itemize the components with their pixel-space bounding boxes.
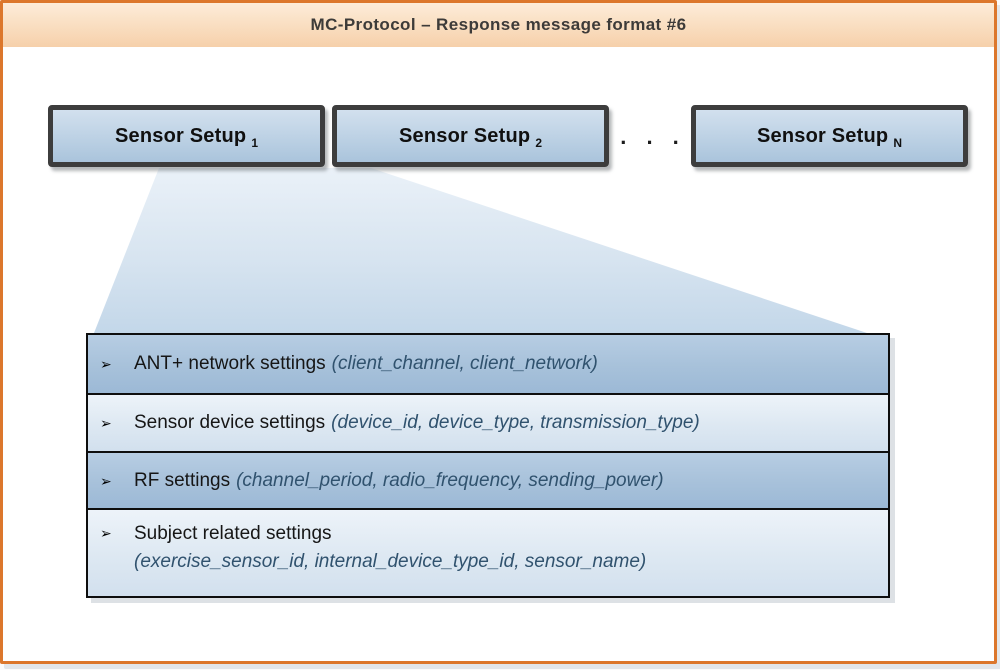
header-bar: MC-Protocol – Response message format #6 xyxy=(3,3,994,47)
page-title: MC-Protocol – Response message format #6 xyxy=(310,15,687,34)
arrow-bullet-icon: ➢ xyxy=(100,473,112,490)
settings-row-ant-network: ➢ ANT+ network settings (client_channel,… xyxy=(88,335,888,393)
sensor-setup-label: Sensor Setup xyxy=(757,124,889,147)
arrow-bullet-icon: ➢ xyxy=(100,416,112,432)
settings-row-params: (exercise_sensor_id, internal_device_typ… xyxy=(134,551,647,572)
sensor-setup-label: Sensor Setup xyxy=(398,124,531,147)
settings-row-text: Subject related settings (exercise_senso… xyxy=(134,520,646,576)
settings-row-subject-related: ➢ Subject related settings (exercise_sen… xyxy=(88,508,888,596)
sensor-setup-subscript: N xyxy=(893,136,902,150)
settings-row-rf: ➢ RF settings (channel_period, radio_fre… xyxy=(88,451,888,508)
settings-row-label: Subject related settings xyxy=(134,523,332,544)
sensor-setup-box-1: Sensor Setup 1 xyxy=(48,105,325,167)
settings-row-params: (client_channel, client_network) xyxy=(331,353,598,374)
ellipsis: . . . xyxy=(620,124,686,149)
arrow-bullet-icon: ➢ xyxy=(100,526,112,542)
arrow-bullet-icon: ➢ xyxy=(100,357,112,373)
settings-row-sensor-device: ➢ Sensor device settings (device_id, dev… xyxy=(88,393,888,451)
settings-row-label: RF settings xyxy=(134,469,231,491)
sensor-setup-subscript: 2 xyxy=(535,136,542,150)
settings-row-params: (channel_period, radio_frequency, sendin… xyxy=(236,469,664,491)
sensor-setup-subscript: 1 xyxy=(251,136,258,150)
sensor-setup-label: Sensor Setup xyxy=(114,124,247,147)
sensor-setup-box-2: Sensor Setup 2 xyxy=(332,105,609,167)
settings-row-label: Sensor device settings xyxy=(134,412,326,433)
settings-row-label: ANT+ network settings xyxy=(134,353,326,374)
settings-list: ➢ ANT+ network settings (client_channel,… xyxy=(86,333,890,598)
sensor-setup-box-n: Sensor Setup N xyxy=(691,105,968,167)
settings-row-params: (device_id, device_type, transmission_ty… xyxy=(331,412,700,433)
